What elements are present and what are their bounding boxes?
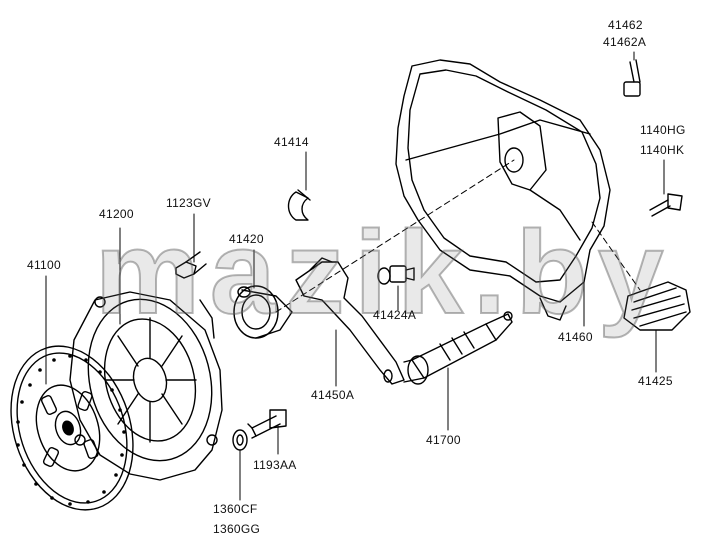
pressure-plate bbox=[69, 291, 223, 481]
label-1360gg: 1360GG bbox=[213, 522, 261, 536]
label-1360cf: 1360CF bbox=[213, 502, 258, 516]
slave-cylinder bbox=[403, 311, 513, 385]
bolt-1140hg bbox=[649, 193, 683, 217]
label-41424a: 41424A bbox=[373, 308, 417, 322]
release-bearing bbox=[233, 285, 293, 339]
label-41462a: 41462A bbox=[603, 35, 647, 49]
bolt-41462 bbox=[623, 59, 641, 97]
label-41450a: 41450A bbox=[311, 388, 355, 402]
leader-lines bbox=[45, 51, 665, 501]
ball-stud bbox=[377, 265, 415, 285]
label-1140hk: 1140HK bbox=[640, 143, 685, 157]
assembly-lines bbox=[275, 159, 641, 313]
boot-41425 bbox=[623, 281, 691, 331]
label-41462: 41462 bbox=[608, 18, 643, 32]
label-41700: 41700 bbox=[426, 433, 461, 447]
label-41200: 41200 bbox=[99, 207, 134, 221]
release-fork bbox=[295, 257, 405, 385]
washer-1360cf bbox=[232, 429, 248, 451]
label-41425: 41425 bbox=[638, 374, 673, 388]
label-1123gv: 1123GV bbox=[166, 196, 211, 210]
label-1140hg: 1140HG bbox=[640, 123, 686, 137]
clip-41414 bbox=[287, 189, 311, 221]
label-1193aa: 1193AA bbox=[253, 458, 297, 472]
label-41100: 41100 bbox=[27, 258, 61, 272]
label-41414: 41414 bbox=[274, 135, 309, 149]
bolt-1123gv bbox=[175, 251, 207, 279]
label-41420: 41420 bbox=[229, 232, 264, 246]
clutch-disc bbox=[10, 345, 134, 511]
bolt-1193aa bbox=[247, 409, 287, 439]
label-41460: 41460 bbox=[558, 330, 593, 344]
clutch-housing bbox=[395, 59, 611, 321]
